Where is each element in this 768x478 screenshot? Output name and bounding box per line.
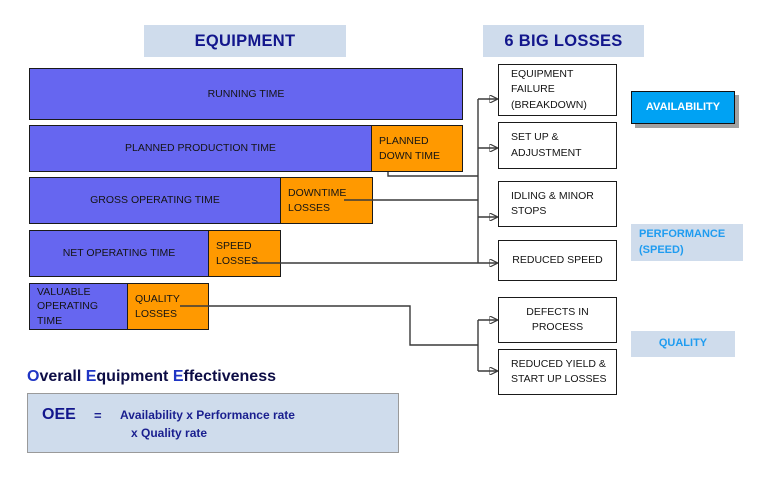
equipment-column-header: EQUIPMENT: [144, 25, 346, 57]
oee-abbreviation: OEE: [42, 406, 76, 423]
segment-gross-operating-time: GROSS OPERATING TIME: [29, 177, 281, 224]
oee-formula-box: OEE = Availability x Performance rate x …: [27, 393, 399, 453]
oee-title-initial: E: [85, 368, 97, 385]
category-badge-quality: QUALITY: [631, 331, 735, 357]
oee-title-initial: O: [27, 368, 40, 385]
category-badge-availability: AVAILABILITY: [631, 91, 735, 124]
oee-equals-sign: =: [94, 408, 102, 423]
segment-net-operating-time: NET OPERATING TIME: [29, 230, 209, 277]
six-big-losses-column-header: 6 BIG LOSSES: [483, 25, 644, 57]
oee-formula-line-2: x Quality rate: [131, 426, 208, 440]
loss-box-reduced-yield-start-up-losses: REDUCED YIELD &START UP LOSSES: [498, 349, 617, 395]
time-bar-row-running-time: RUNNING TIME: [29, 68, 463, 120]
oee-title-initial: E: [172, 368, 184, 385]
oee-title-word: quipment: [96, 368, 173, 385]
loss-box-set-up-adjustment: SET UP &ADJUSTMENT: [498, 122, 617, 169]
loss-box-reduced-speed: REDUCED SPEED: [498, 240, 617, 281]
segment-running-time: RUNNING TIME: [29, 68, 463, 120]
oee-title-word: ffectiveness: [183, 368, 277, 385]
oee-title: Overall Equipment Effectiveness: [27, 368, 276, 386]
oee-formula-line-1: Availability x Performance rate: [120, 408, 295, 422]
oee-title-word: verall: [39, 368, 86, 385]
segment-planned-production-time: PLANNED PRODUCTION TIME: [29, 125, 372, 172]
category-badge-performance: PERFORMANCE(SPEED): [631, 224, 743, 261]
